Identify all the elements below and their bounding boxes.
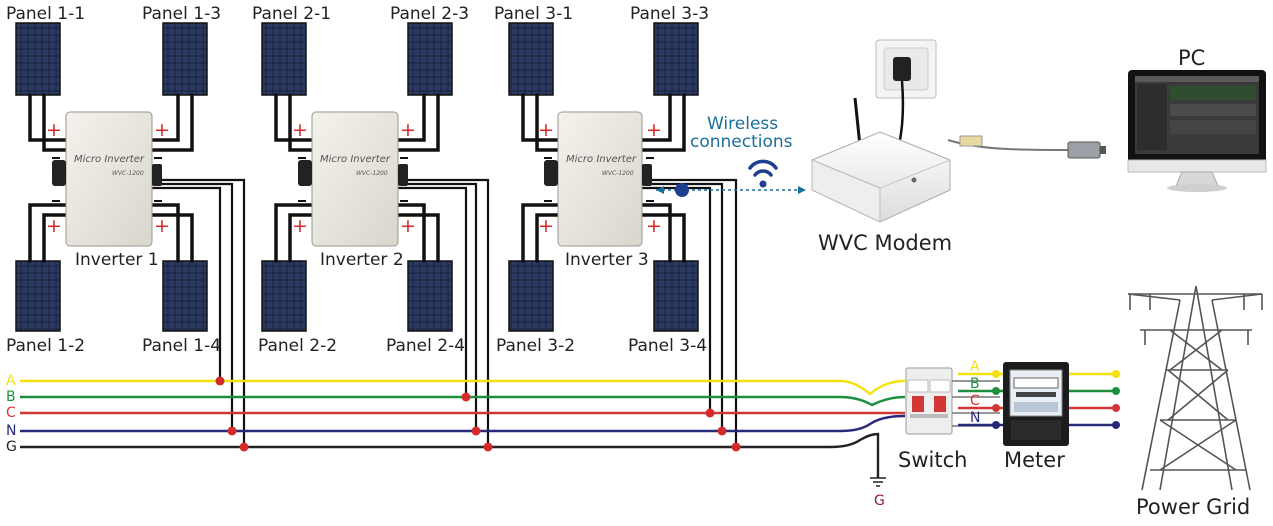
solar-panel-3-4 — [653, 260, 699, 332]
inverter-2 — [298, 111, 408, 247]
wvc-modem-device — [811, 97, 951, 223]
solar-panel-2-4 — [407, 260, 453, 332]
wire-label-b-right: B — [970, 376, 980, 392]
bus-line-b — [20, 395, 906, 407]
label-panel-3-4: Panel 3-4 — [628, 336, 708, 356]
bus-line-g — [20, 432, 880, 478]
label-panel-1-1: Panel 1-1 — [6, 4, 86, 24]
label-inverter-3: Inverter 3 — [565, 250, 649, 270]
wire-label-b-left: B — [6, 389, 16, 405]
ac-bus-lines — [20, 379, 906, 478]
label-wvc-modem: WVC Modem — [818, 231, 953, 255]
solar-panel-3-1 — [508, 22, 554, 96]
solar-panel-2-1 — [261, 22, 307, 96]
svg-text:+: + — [646, 215, 662, 237]
inverter-3-body-text: Micro Inverter — [566, 154, 637, 165]
label-panel-3-1: Panel 3-1 — [494, 4, 574, 24]
label-connections: connections — [690, 132, 793, 152]
label-switch: Switch — [898, 448, 968, 472]
wire-label-n-right: N — [970, 410, 981, 426]
wire-label-c-right: C — [970, 393, 980, 409]
solar-panel-1-1 — [15, 22, 61, 96]
wire-label-a-left: A — [6, 373, 16, 389]
pc-monitor — [1127, 70, 1267, 192]
ground-symbol — [870, 477, 886, 487]
solar-panel-1-4 — [162, 260, 208, 332]
wireless-link — [656, 183, 806, 197]
label-panel-2-2: Panel 2-2 — [258, 336, 338, 356]
grid-output-wires — [1069, 372, 1116, 427]
junction-nodes — [215, 376, 741, 452]
solar-panels — [15, 22, 699, 332]
inverter-3 — [544, 111, 652, 247]
minus-marks — [52, 157, 654, 202]
label-panel-2-3: Panel 2-3 — [390, 4, 470, 24]
bus-line-n — [20, 414, 906, 433]
dc-cables — [28, 93, 686, 263]
inverter-2-model-text: WVC-1200 — [356, 170, 388, 177]
wire-label-n-left: N — [6, 423, 17, 439]
inverter-1-model-text: WVC-1200 — [112, 170, 144, 177]
label-panel-1-2: Panel 1-2 — [6, 336, 86, 356]
svg-text:+: + — [46, 215, 62, 237]
inverters — [52, 111, 652, 247]
svg-text:+: + — [46, 119, 62, 141]
solar-panel-1-2 — [15, 260, 61, 332]
svg-text:+: + — [538, 119, 554, 141]
label-inverter-2: Inverter 2 — [320, 250, 404, 270]
polarity-marks: + + + + + + + + + + + + — [46, 119, 662, 237]
energy-meter — [1003, 362, 1069, 446]
grid-output-nodes — [1112, 370, 1120, 429]
svg-text:+: + — [538, 215, 554, 237]
wall-socket — [875, 39, 937, 151]
label-panel-1-4: Panel 1-4 — [142, 336, 222, 356]
label-wireless: Wireless — [707, 114, 779, 134]
switch-meter-nodes — [992, 370, 1000, 429]
svg-text:+: + — [154, 215, 170, 237]
svg-text:+: + — [292, 215, 308, 237]
label-panel-2-1: Panel 2-1 — [252, 4, 332, 24]
inverter-1 — [52, 111, 162, 247]
label-panel-3-3: Panel 3-3 — [630, 4, 710, 24]
svg-text:+: + — [400, 119, 416, 141]
power-grid-tower — [1127, 285, 1263, 491]
label-meter: Meter — [1004, 448, 1065, 472]
svg-text:+: + — [646, 119, 662, 141]
label-ground: G — [874, 493, 885, 509]
inverter-1-body-text: Micro Inverter — [74, 154, 145, 165]
solar-panel-2-2 — [261, 260, 307, 332]
solar-panel-2-3 — [407, 22, 453, 96]
label-pc: PC — [1178, 46, 1206, 70]
solar-panel-1-3 — [162, 22, 208, 96]
bus-line-a — [20, 379, 906, 396]
label-panel-2-4: Panel 2-4 — [386, 336, 466, 356]
wire-label-a-right: A — [970, 359, 980, 375]
usb-cable — [947, 135, 1106, 159]
label-panel-1-3: Panel 1-3 — [142, 4, 222, 24]
label-inverter-1: Inverter 1 — [75, 250, 159, 270]
svg-text:+: + — [292, 119, 308, 141]
wifi-icon — [748, 159, 778, 188]
circuit-breaker-switch — [905, 367, 1000, 435]
wire-label-c-left: C — [6, 405, 16, 421]
wire-label-g-left: G — [6, 439, 17, 455]
label-panel-3-2: Panel 3-2 — [496, 336, 576, 356]
solar-panel-3-2 — [508, 260, 554, 332]
inverter-body-texts: Micro Inverter WVC-1200 Micro Inverter W… — [74, 154, 637, 177]
solar-panel-3-3 — [653, 22, 699, 96]
svg-text:+: + — [154, 119, 170, 141]
inverter-2-body-text: Micro Inverter — [320, 154, 391, 165]
label-power-grid: Power Grid — [1136, 495, 1251, 519]
inverter-3-model-text: WVC-1200 — [602, 170, 634, 177]
svg-text:+: + — [400, 215, 416, 237]
